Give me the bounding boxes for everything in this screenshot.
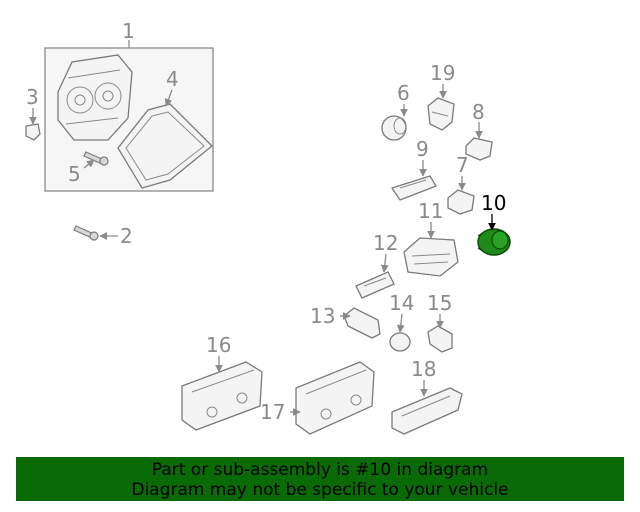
part-2-screw[interactable] — [73, 225, 99, 241]
part-4-cluster-lens[interactable] — [117, 103, 213, 189]
info-banner: Part or sub-assembly is #10 in diagram D… — [16, 457, 624, 501]
part-12-switch-panel[interactable] — [355, 271, 395, 299]
part-16-climate-control[interactable] — [181, 361, 263, 431]
part-18-module[interactable] — [391, 387, 463, 435]
part-9-switch-panel[interactable] — [390, 175, 437, 201]
callout-6: 6 — [397, 81, 410, 105]
callout-8: 8 — [472, 100, 485, 124]
callout-5: 5 — [68, 162, 81, 186]
banner-line-2: Diagram may not be specific to your vehi… — [131, 480, 509, 500]
part-6-knob[interactable] — [381, 115, 407, 141]
part-3-clip[interactable] — [25, 123, 41, 141]
callout-16: 16 — [206, 333, 231, 357]
callout-1: 1 — [122, 19, 135, 43]
part-10-knob-highlighted[interactable] — [477, 228, 511, 256]
callout-17: 17 — [260, 400, 285, 424]
parts-diagram: 1 2 3 4 5 6 7 8 9 10 11 12 13 14 15 16 1… — [25, 19, 511, 435]
callout-2: 2 — [120, 224, 133, 248]
callout-11: 11 — [418, 199, 443, 223]
callout-12: 12 — [373, 231, 398, 255]
part-15-knob[interactable] — [427, 325, 453, 353]
part-8-switch[interactable] — [465, 137, 493, 161]
banner-line-1: Part or sub-assembly is #10 in diagram — [151, 460, 489, 480]
callout-4: 4 — [166, 67, 179, 91]
callout-18: 18 — [411, 357, 436, 381]
callout-10: 10 — [481, 191, 506, 215]
part-11-control-head[interactable] — [403, 237, 459, 277]
part-14-knob[interactable] — [389, 332, 411, 352]
leader-lines — [29, 40, 496, 416]
callout-15: 15 — [427, 291, 452, 315]
part-7-switch[interactable] — [447, 189, 475, 215]
part-19-switch[interactable] — [427, 97, 455, 131]
callout-9: 9 — [416, 137, 429, 161]
part-13-socket[interactable] — [343, 307, 381, 339]
callout-3: 3 — [26, 85, 39, 109]
callout-14: 14 — [389, 291, 414, 315]
part-1-instrument-cluster[interactable] — [57, 54, 133, 141]
callout-13: 13 — [310, 304, 335, 328]
callout-19: 19 — [430, 61, 455, 85]
callout-7: 7 — [456, 153, 469, 177]
part-5-screw[interactable] — [83, 151, 109, 166]
part-17-climate-control[interactable] — [295, 361, 375, 435]
